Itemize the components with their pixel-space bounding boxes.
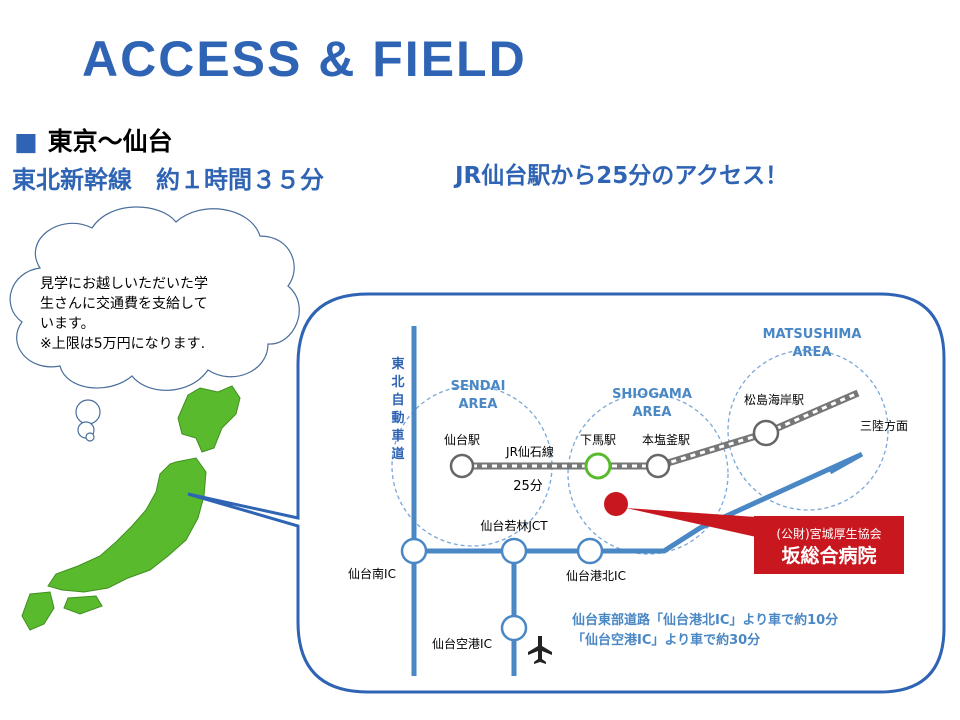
access-note-2: 「仙台空港IC」より車で約30分 [572,632,760,648]
shiogama-area-label: SHIOGAMA [612,387,692,402]
sanriku-label: 三陸方面 [860,418,908,433]
shikoku-shape [63,595,103,615]
matsushima-area-label: MATSUSHIMA [763,327,862,342]
airplane-icon [528,636,552,664]
shimouma-station-node [584,452,612,480]
expressway-char: 道 [391,446,404,462]
sendai-kuukou-ic-node [500,614,528,642]
road-network [411,326,864,676]
sendai-station-node [449,453,475,479]
matsushima-area-circle [727,349,889,511]
shimouma-station-label: 下馬駅 [580,433,616,447]
page-title: ACCESS & FIELD [82,31,527,87]
bubble-text: 見学にお越しいただいた学 生さんに交通費を支給して います。 ※上限は5万円にな… [40,274,268,354]
japan-map [21,385,241,631]
expressway-char: 自 [391,392,404,408]
bubble-line: 生さんに交通費を支給して [40,296,208,312]
sendai-area-label-2: AREA [458,397,497,412]
access-headline: JR仙台駅から25分のアクセス！ [455,163,789,189]
railway [462,389,860,470]
honshu-shape [47,457,207,593]
bubble-line: います。 [40,316,95,332]
wakabayashi-jct-label: 仙台若林JCT [480,518,548,533]
bubble-line: ※上限は5万円になります. [40,336,206,352]
sendai-kou-kita-ic-label: 仙台港北IC [566,568,626,583]
shinkansen-time: 東北新幹線 約１時間３５分 [12,166,324,194]
sendai-minami-ic-node [400,537,428,565]
sendai-kuukou-ic-label: 仙台空港IC [432,636,492,651]
matsushima-area-label-2: AREA [792,345,831,360]
line-time-label: 25分 [513,479,543,494]
bubble-line: 見学にお越しいただいた学 [40,276,208,292]
route-label: 東京～仙台 [47,127,173,156]
expressway-char: 車 [391,428,404,444]
kyushu-shape [21,591,55,631]
square-bullet-icon: ■ [14,127,38,156]
sendai-area-label: SENDAI [451,379,506,394]
line-name-label: JR仙石線 [505,444,554,459]
expressway-label: 東北自動車道 [391,356,404,462]
honshiogama-station-label: 本塩釜駅 [642,432,690,447]
hospital-name-label: 坂総合病院 [781,544,876,567]
hospital-pointer [626,508,770,540]
sendai-kou-kita-ic-node [576,537,604,565]
hokkaido-shape [177,385,241,453]
matsushima-station-label: 松島海岸駅 [744,392,804,407]
expressway-char: 動 [391,410,404,426]
thought-bubble [9,206,300,442]
sendai-minami-ic-label: 仙台南IC [348,566,396,581]
access-note-1: 仙台東部道路「仙台港北IC」より車で約10分 [572,612,838,628]
sendai-station-label: 仙台駅 [444,432,480,447]
hospital-org-label: (公財)宮城厚生協会 [776,526,881,541]
honshiogama-station-node [645,453,671,479]
route-heading: ■ 東京～仙台 [14,122,173,158]
shiogama-area-label-2: AREA [632,405,671,420]
wakabayashi-jct-node [500,537,528,565]
matsushima-station-node [752,419,780,447]
hospital-marker [604,492,628,516]
expressway-char: 北 [391,375,404,390]
expressway-char: 東 [391,356,404,372]
hospital-label-box [754,516,904,574]
map-callout-frame [187,292,946,694]
shiogama-area-circle [567,393,729,555]
